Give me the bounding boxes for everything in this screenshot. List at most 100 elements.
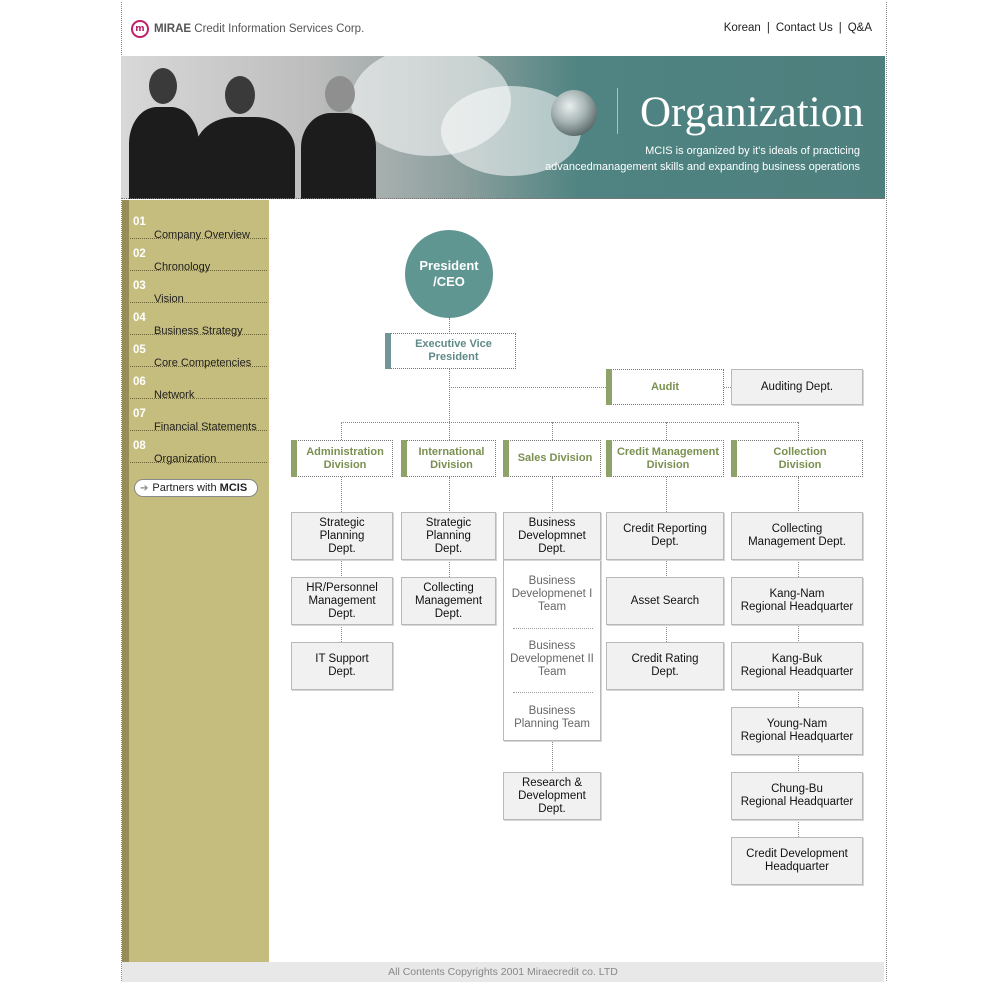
menu-number: 03 — [133, 280, 146, 292]
menu-label: Vision — [154, 293, 184, 305]
dept-label-line: Credit Reporting — [623, 523, 707, 535]
dept-label-line: Asset Search — [630, 594, 700, 607]
division-sales: Sales Division — [503, 440, 601, 477]
subtitle-line: MCIS is organized by it's ideals of prac… — [645, 145, 860, 157]
division-label-line: Collection — [773, 445, 827, 458]
division-label-line: Administration — [306, 445, 384, 458]
team-label-line: Team — [537, 601, 567, 613]
page-frame — [121, 2, 887, 981]
dept-label-line: Development — [518, 789, 586, 802]
evp-label-line: Executive Vice — [415, 338, 492, 350]
dept-box: Asset Search — [606, 577, 724, 625]
dept-label-line: IT Support — [315, 653, 369, 665]
dept-label-line: Dept. — [434, 542, 463, 555]
dept-label-line: Research & — [521, 776, 583, 789]
business-person-figure — [129, 107, 199, 199]
dept-label-line: Kang-Buk — [771, 653, 823, 665]
menu-label: Organization — [154, 453, 217, 465]
dept-label-line: Regional Headquarter — [740, 796, 854, 808]
connector-line — [449, 318, 450, 332]
team-label-line: Developmenet II — [510, 653, 594, 665]
ceo-label-line: President — [419, 258, 479, 273]
dept-label-line: Management — [414, 594, 483, 607]
dept-label: Auditing Dept. — [760, 380, 834, 393]
menu-number: 08 — [133, 440, 146, 452]
dept-label-line: Strategic — [319, 516, 365, 529]
logo-brand: MIRAE — [154, 23, 192, 35]
sidebar — [122, 200, 269, 962]
connector-line — [724, 387, 731, 388]
dept-label-line: Young-Nam — [766, 718, 828, 730]
dept-label-line: Regional Headquarter — [740, 666, 854, 678]
team-label-line: Planning Team — [514, 718, 590, 730]
dept-label-line: Dept. — [328, 542, 356, 555]
dept-label-line: Strategic — [425, 516, 472, 529]
globe-icon — [551, 90, 597, 136]
audit-node: Audit — [606, 369, 724, 405]
division-label-line: Division — [430, 458, 473, 471]
nav-separator: | — [838, 22, 842, 34]
menu-label: Business Strategy — [154, 325, 243, 337]
team-label-line: Team — [537, 666, 567, 678]
dept-label-line: Regional Headquarter — [740, 601, 854, 613]
dept-label-line: Headquarter — [765, 861, 829, 873]
division-label-line: Division — [646, 458, 690, 471]
dept-label-line: Chung-Bu — [771, 783, 823, 795]
sales-teams-group — [503, 560, 601, 741]
team-label-line: Business — [528, 705, 576, 717]
connector-line — [449, 369, 450, 422]
dept-label-line: Dept. — [328, 607, 356, 620]
division-label-line: Division — [323, 458, 367, 471]
dept-label-line: Planning — [426, 529, 471, 542]
menu-number: 07 — [133, 408, 146, 420]
division-label-line: Credit Management — [616, 445, 720, 458]
business-person-figure — [301, 113, 376, 199]
dept-label-line: Developmnet — [518, 529, 586, 542]
menu-number: 02 — [133, 248, 146, 260]
dept-label-line: Planning — [319, 529, 365, 542]
menu-number: 06 — [133, 376, 146, 388]
dept-label-line: Dept. — [651, 536, 679, 548]
menu-label: Core Competencies — [154, 357, 252, 369]
dept-label-line: Dept. — [538, 802, 566, 815]
nav-korean-link[interactable]: Korean — [723, 22, 761, 34]
partners-brand: MCIS — [219, 482, 248, 494]
nav-contact-link[interactable]: Contact Us — [775, 22, 833, 34]
partners-button[interactable]: ➔ Partners with MCIS — [134, 479, 258, 497]
connector-line — [449, 387, 606, 388]
connector-line — [449, 422, 450, 440]
footer-copyright: All Contents Copyrights 2001 Miraecredit… — [122, 962, 884, 982]
team-label-line: Business — [528, 575, 576, 587]
connector-line — [798, 422, 799, 440]
connector-line — [666, 422, 667, 440]
logo-mark-icon: m — [131, 20, 149, 38]
hero-banner — [121, 56, 885, 199]
menu-number: 05 — [133, 344, 146, 356]
nav-qa-link[interactable]: Q&A — [847, 22, 872, 34]
dept-label-line: Business — [528, 516, 576, 529]
evp-label-line: President — [428, 351, 479, 363]
company-logo[interactable]: m MIRAE Credit Information Services Corp… — [131, 19, 364, 39]
partners-prefix: Partners with — [152, 482, 217, 494]
